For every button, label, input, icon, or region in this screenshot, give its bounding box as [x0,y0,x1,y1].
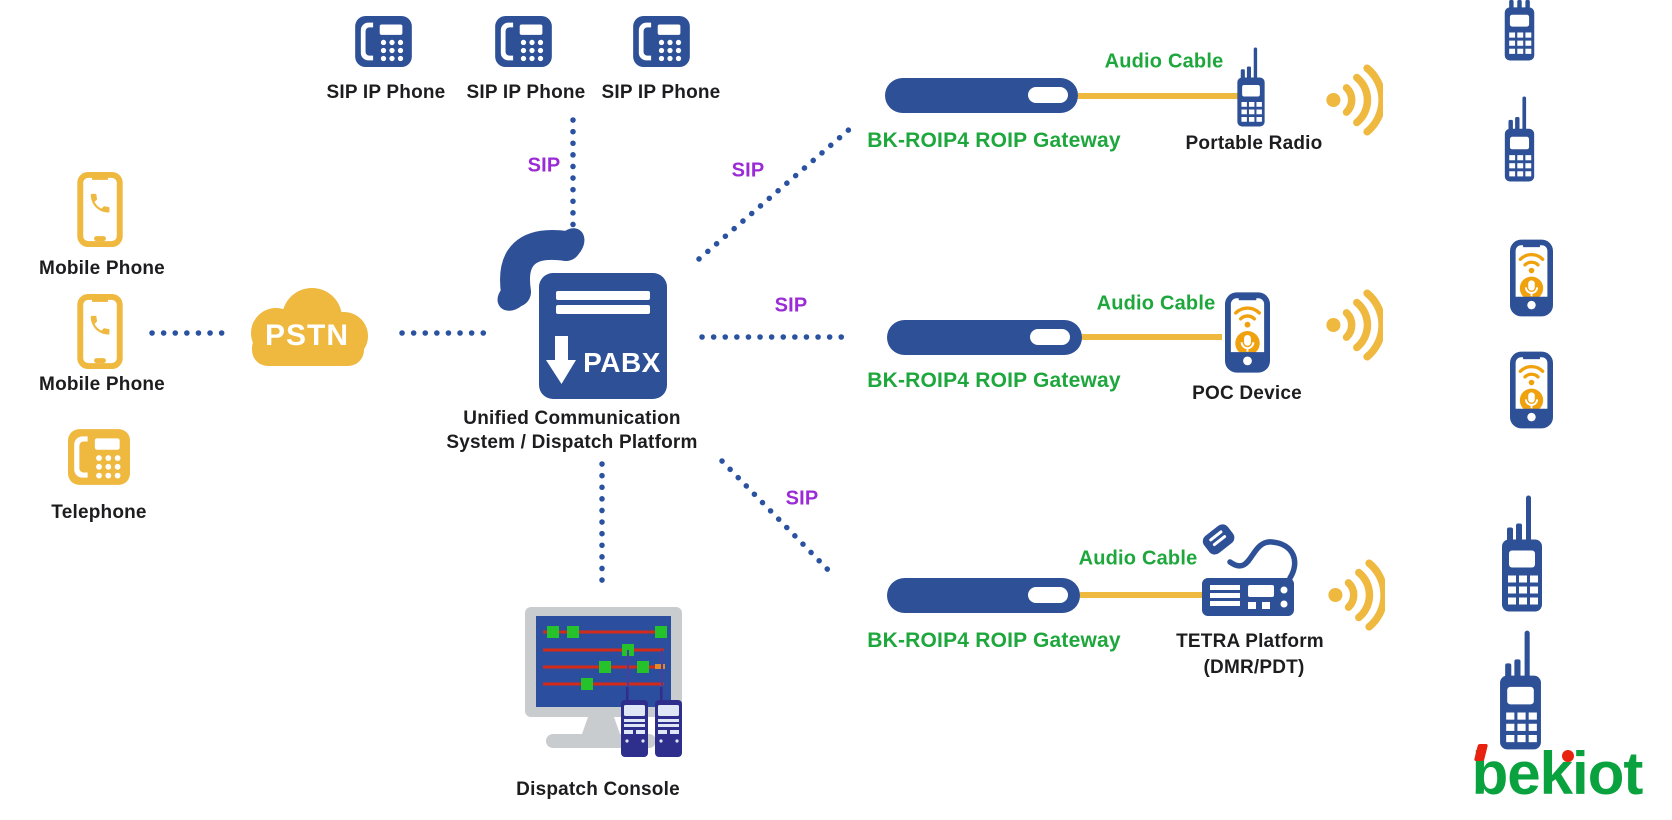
poc-device-icon [1513,354,1550,425]
audio-cable-label: Audio Cable [1096,292,1216,315]
signal-waves-icon [1328,563,1384,627]
sip-ip-phone-icon [495,16,552,67]
dotted-connector-pabx-gateway3 [719,458,837,579]
roip-gateway-icon [885,78,1078,113]
audio-cable-label: Audio Cable [1104,50,1224,73]
mic-cord [1227,539,1298,581]
sip-ip-phone-icon [633,16,690,67]
portable-radio-icon [1500,630,1541,750]
console-radio-icon [655,687,682,757]
sip-ip-phone-label: SIP IP Phone [466,82,586,103]
portable-radio-icon [1502,495,1542,612]
portable-radio-icon [1237,47,1265,127]
poc-device-label: POC Device [1192,383,1302,404]
audio-cable-label: Audio Cable [1078,547,1198,570]
portable-radio-label: Portable Radio [1185,133,1323,154]
dispatch-console-icon [525,607,682,757]
console-radio-icon [621,687,648,757]
pabx-label: PABX [583,347,661,378]
microphone-icon [1202,524,1235,555]
mobile-phone-label: Mobile Phone [39,258,165,279]
tetra-platform-label: TETRA Platform [1176,631,1324,652]
gateway-label: BK-ROIP4 ROIP Gateway [867,629,1121,652]
tetra-radio-icon [1202,524,1298,616]
mobile-phone-icon [80,175,119,244]
pstn-label: PSTN [264,319,350,352]
telephone-label: Telephone [51,502,147,523]
bekiot-logo: bekiot [1450,742,1664,812]
mobile-phone-icon [80,297,119,366]
tetra-platform-sublabel: (DMR/PDT) [1203,657,1305,678]
signal-waves-icon [1326,68,1382,132]
sip-ip-phone-label: SIP IP Phone [326,82,446,103]
pabx-icon [497,228,667,399]
sip-protocol-label: SIP [774,294,808,317]
portable-radio-icon [1504,0,1535,61]
dotted-connector-pabx-gateway1 [696,124,855,262]
poc-device-icon [1513,242,1550,313]
sip-protocol-label: SIP [527,154,561,177]
platform-label-line2: System / Dispatch Platform [446,432,698,453]
bekiot-logo-text: bekiot [1471,740,1644,807]
dispatch-console-label: Dispatch Console [516,779,680,800]
download-arrow-icon [555,336,568,362]
platform-label-line1: Unified Communication [463,408,681,429]
mobile-phone-label: Mobile Phone [39,374,165,395]
signal-waves-icon [1326,293,1382,357]
gateway-label: BK-ROIP4 ROIP Gateway [867,369,1121,392]
sip-protocol-label: SIP [785,487,819,510]
roip-gateway-icon [887,320,1082,355]
gateway-label: BK-ROIP4 ROIP Gateway [867,129,1121,152]
sip-ip-phone-label: SIP IP Phone [601,82,721,103]
poc-device-icon [1228,295,1267,369]
sip-protocol-label: SIP [731,159,765,182]
portable-radio-icon [1504,96,1535,182]
telephone-icon [68,429,130,485]
roip-gateway-icon [887,578,1080,613]
logo-red-dot-accent [1562,750,1574,762]
sip-ip-phone-icon [355,16,412,67]
